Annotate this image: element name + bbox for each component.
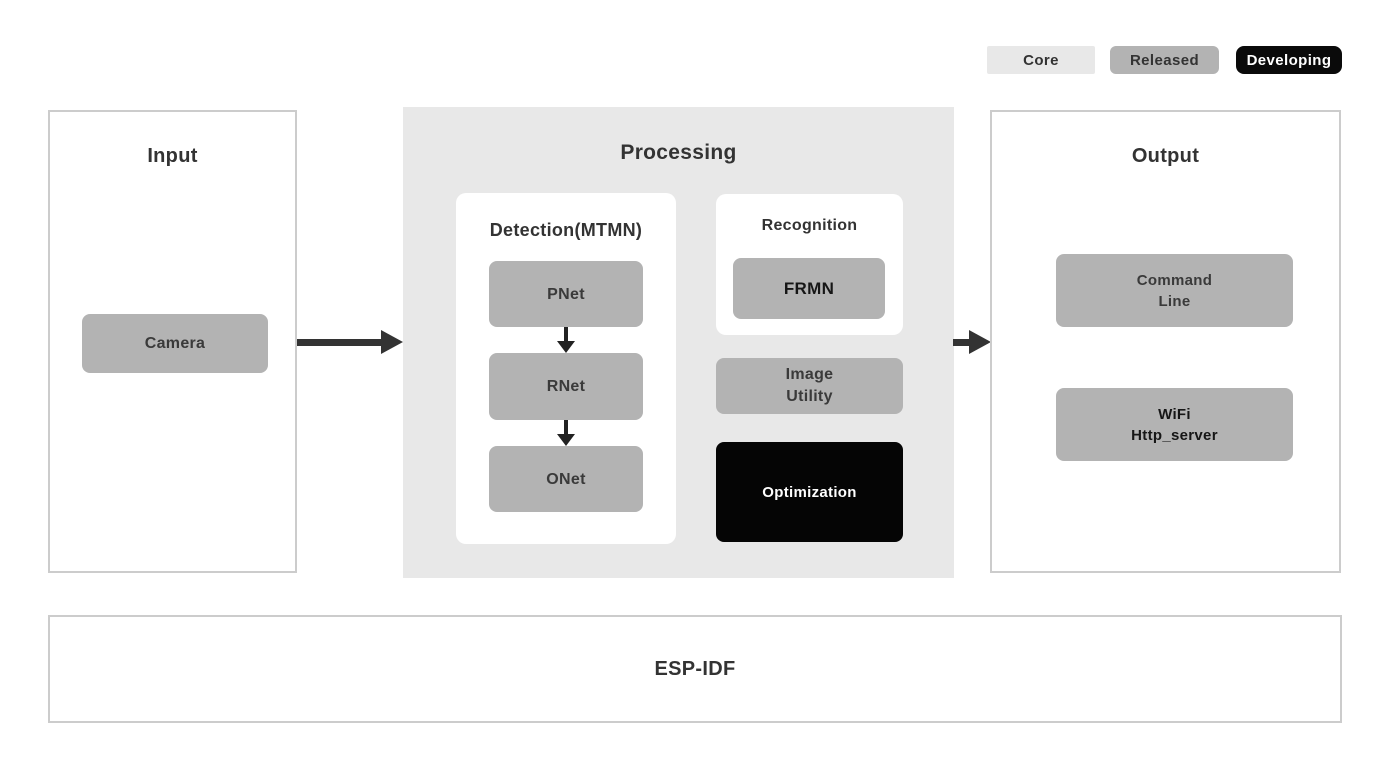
image-utility-node: Image Utility [716, 358, 903, 414]
arrow-shaft [297, 338, 381, 346]
arrow-rnet-to-onet-icon [556, 420, 576, 446]
wifi-line1: WiFi [1158, 405, 1191, 423]
arrow-input-to-processing-icon [297, 330, 403, 354]
onet-node: ONet [489, 446, 643, 512]
image-utility-line1: Image [785, 366, 834, 383]
frmn-node: FRMN [733, 258, 885, 319]
legend-item-core: Core [987, 46, 1095, 74]
arrow-shaft [953, 338, 969, 346]
esp-idf-section: ESP-IDF [48, 615, 1342, 723]
command-line-node: Command Line [1056, 254, 1293, 327]
processing-section: Processing Detection(MTMN) PNet RNet ONe… [403, 107, 954, 578]
optimization-node: Optimization [716, 442, 903, 542]
pnet-node: PNet [489, 261, 643, 327]
arrow-head [557, 341, 575, 353]
output-section-title: Output [1131, 145, 1200, 167]
recognition-panel: Recognition FRMN [716, 194, 903, 335]
detection-panel: Detection(MTMN) PNet RNet ONet [456, 193, 676, 544]
detection-panel-title: Detection(MTMN) [489, 220, 643, 240]
recognition-panel-title: Recognition [761, 217, 858, 234]
wifi-http-server-node: WiFi Http_server [1056, 388, 1293, 461]
rnet-node: RNet [489, 353, 643, 420]
arrow-shaft [564, 420, 568, 434]
arrow-head [969, 330, 991, 354]
command-line-line2: Line [1158, 292, 1191, 310]
arrow-shaft [564, 327, 568, 341]
image-utility-line2: Utility [786, 388, 833, 405]
input-section: Input Camera [48, 110, 297, 573]
output-section: Output Command Line WiFi Http_server [990, 110, 1341, 573]
arrow-processing-to-output-icon [953, 330, 991, 354]
arrow-pnet-to-rnet-icon [556, 327, 576, 353]
arrow-head [381, 330, 403, 354]
esp-idf-title: ESP-IDF [654, 657, 736, 680]
command-line-line1: Command [1136, 271, 1213, 289]
arrow-head [557, 434, 575, 446]
legend-item-developing: Developing [1236, 46, 1342, 74]
input-section-title: Input [147, 145, 198, 167]
camera-node: Camera [82, 314, 268, 373]
legend-item-released: Released [1110, 46, 1219, 74]
wifi-line2: Http_server [1131, 426, 1218, 444]
processing-section-title: Processing [620, 141, 737, 164]
